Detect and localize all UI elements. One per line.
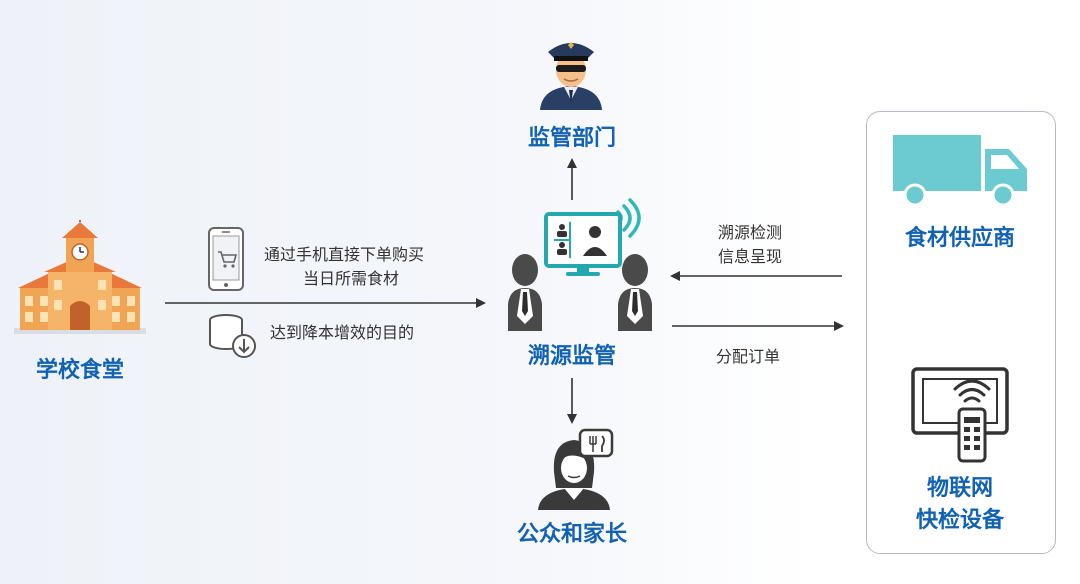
iot-label-line2: 快检设备 (915, 508, 1004, 533)
parent-woman-icon (538, 428, 614, 510)
school-label: 学校食堂 (35, 358, 124, 383)
goal-note: 达到降本增效的目的 (270, 323, 415, 342)
smartphone-cart-icon (208, 227, 244, 291)
trace-monitoring-icon (508, 198, 652, 331)
trace-info-line2: 信息呈现 (718, 247, 783, 266)
iot-label-line1: 物联网 (926, 476, 993, 501)
iot-testing-device-icon (911, 367, 1009, 463)
supplier-label: 食材供应商 (904, 226, 1015, 251)
order-note-line1: 通过手机直接下单购买 (264, 245, 425, 264)
delivery-truck-icon (893, 135, 1027, 205)
regulator-label: 监管部门 (527, 126, 616, 151)
school-building-icon (14, 220, 146, 334)
trace-label: 溯源监管 (527, 344, 616, 369)
order-note-line2: 当日所需食材 (303, 269, 400, 288)
dispatch-label: 分配订单 (716, 347, 781, 366)
cost-saving-coins-icon (209, 314, 256, 358)
trace-info-line1: 溯源检测 (718, 223, 783, 242)
public-label: 公众和家长 (516, 522, 627, 547)
police-officer-icon (540, 42, 602, 110)
